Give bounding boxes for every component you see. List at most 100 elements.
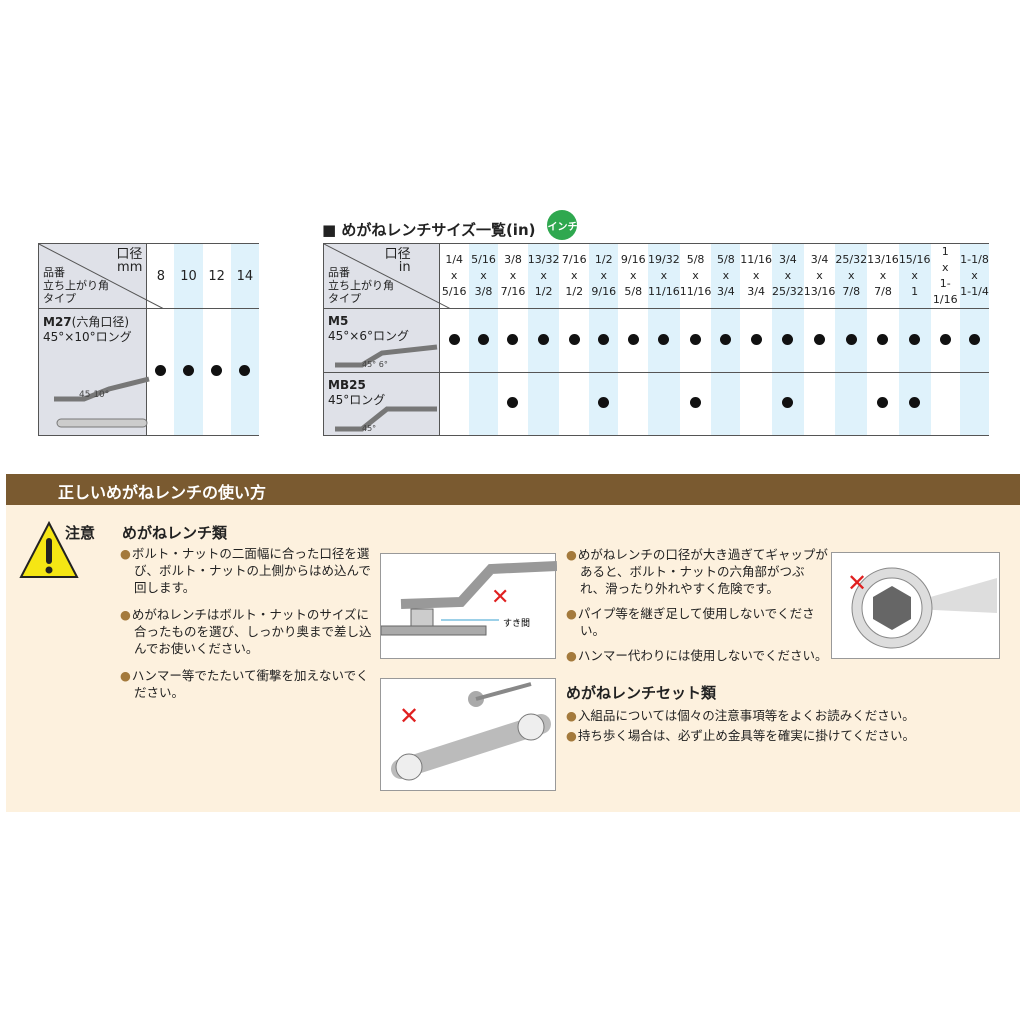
availability-cell: [202, 308, 231, 436]
size-from: 1-1/8: [960, 253, 989, 266]
size-to: 11/16: [648, 285, 680, 298]
size-to: 5/16: [441, 285, 467, 298]
availability-dot: [568, 333, 580, 345]
bullet: ハンマー等でたたいて衝撃を加えないでください。: [120, 667, 375, 701]
availability-dot: [448, 333, 460, 345]
availability-dot: [877, 333, 889, 345]
size-to: 1-1/4: [960, 285, 989, 298]
availability-cell: [230, 308, 259, 436]
size-to: 1/2: [534, 285, 553, 298]
size-from: 3/4: [810, 253, 829, 266]
bullet: めがねレンチの口径が大き過ぎてギャップがあると、ボルト・ナットの六角部がつぶれ、…: [566, 546, 828, 597]
usage-banner: 正しいめがねレンチの使い方: [6, 474, 1020, 505]
availability-cell: [498, 372, 528, 436]
availability-cell: [588, 372, 619, 436]
availability-dot: [814, 333, 826, 345]
availability-cell: [960, 372, 989, 436]
bullet: 持ち歩く場合は、必ず止め金具等を確実に掛けてください。: [566, 727, 996, 744]
svg-text:45 10°: 45 10°: [79, 390, 109, 400]
availability-cell: [772, 372, 804, 436]
size-from: 25/32: [835, 253, 868, 266]
inch-badge: インチ: [547, 210, 578, 240]
availability-dot: [720, 333, 732, 345]
size-to: 3/4: [717, 285, 735, 298]
gap-illustration: ✕すき間: [380, 553, 558, 659]
size-separator: x: [600, 269, 607, 282]
size-separator: x: [480, 269, 487, 282]
availability-cell: [679, 372, 712, 436]
availability-dot: [690, 397, 702, 408]
availability-dot: [211, 365, 223, 376]
availability-cell: [960, 308, 989, 373]
availability-dot: [477, 333, 489, 345]
availability-cell: [930, 372, 961, 436]
wrench-profile-icon: 45° 6°: [335, 344, 438, 369]
size-separator: x: [629, 269, 637, 282]
availability-cell: [867, 308, 899, 373]
size-to: 1: [911, 285, 919, 298]
size-from: 9/16: [620, 253, 646, 266]
size-separator: x: [971, 269, 978, 282]
size-from: 3/8: [504, 253, 522, 266]
size-from: 15/16: [898, 253, 931, 266]
size-separator: x: [692, 269, 699, 282]
availability-cell: [146, 308, 175, 436]
size-from: 1/2: [594, 253, 613, 266]
inch-table-title: ■ めがねレンチサイズ一覧(in)インチ: [322, 210, 578, 240]
size-separator: x: [509, 269, 517, 282]
size-to: 1-1/16: [932, 277, 958, 306]
availability-dot: [690, 333, 702, 345]
availability-cell: [867, 372, 899, 436]
availability-cell: [740, 308, 772, 373]
availability-cell: [468, 372, 499, 436]
availability-dot: [782, 397, 794, 408]
size-to: 11/16: [679, 285, 712, 298]
availability-dot: [969, 333, 981, 345]
availability-dot: [909, 397, 921, 408]
availability-dot: [909, 333, 921, 345]
size-to: 3/4: [747, 285, 765, 298]
size-column-header: 8: [146, 243, 175, 309]
availability-cell: [930, 308, 961, 373]
wrench-profile-icon: 45 10°: [54, 376, 150, 428]
availability-dot: [239, 365, 251, 376]
availability-dot: [155, 365, 167, 376]
availability-dot: [182, 365, 194, 376]
size-to: 3/8: [474, 285, 493, 298]
svg-text:すき間: すき間: [503, 618, 530, 629]
size-to: 13/16: [803, 285, 836, 298]
size-from: 5/8: [717, 253, 735, 266]
size-column-header: 5/8 x 11/16: [679, 243, 712, 309]
size-column-header: 14: [230, 243, 259, 309]
size-from: 5/8: [686, 253, 705, 266]
hammer-illustration: ✕: [380, 678, 556, 791]
heading-wrench-sets: めがねレンチセット類: [566, 684, 717, 702]
size-separator: x: [660, 269, 668, 282]
size-separator: x: [942, 261, 949, 274]
size-to: 5/8: [624, 285, 643, 298]
availability-cell: [803, 308, 836, 373]
gap-hex-illustration: ✕: [831, 552, 1000, 659]
size-from: 5/16: [471, 253, 496, 266]
availability-dot: [845, 333, 857, 345]
availability-cell: [618, 372, 648, 436]
availability-dot: [538, 333, 550, 345]
warning-icon: [19, 520, 79, 578]
availability-dot: [627, 333, 639, 345]
availability-cell: [711, 372, 741, 436]
availability-dot: [877, 397, 889, 408]
availability-cell: [898, 372, 931, 436]
size-column-header: 5/16 x 3/8: [468, 243, 499, 309]
availability-dot: [750, 333, 762, 345]
size-from: 13/16: [867, 253, 899, 266]
bullet: ハンマー代わりには使用しないでください。: [566, 647, 828, 664]
